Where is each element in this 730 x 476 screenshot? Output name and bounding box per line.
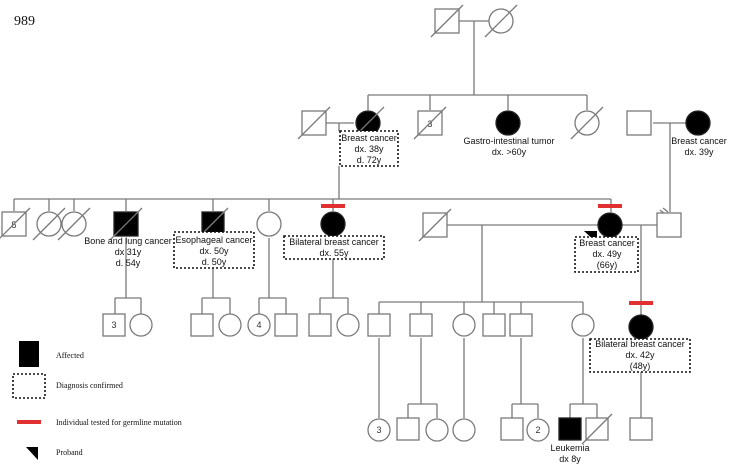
leukemia-label-1: Leukemia bbox=[550, 443, 589, 453]
esophageal-label-2: dx. 50y bbox=[199, 246, 229, 256]
gen5-female-1 bbox=[425, 418, 449, 442]
gen5-male-1 bbox=[396, 417, 420, 441]
gen2-right-male bbox=[626, 110, 652, 136]
pedigree-lines bbox=[13, 20, 686, 418]
bilateral-1-confirmed-box bbox=[283, 235, 385, 260]
tested-marker-proband bbox=[598, 204, 622, 208]
gen4-male-2 bbox=[274, 313, 298, 337]
gen4-female-3 bbox=[336, 313, 360, 337]
gen2-gi-label-1: Gastro-intestinal tumor bbox=[463, 136, 554, 146]
gen1-grandmother bbox=[484, 4, 518, 38]
bilateral-1-label-2: dx. 55y bbox=[319, 248, 349, 258]
gen2-sibs-count: 3 bbox=[427, 119, 432, 129]
gen4-sibs-count-b: 4 bbox=[256, 320, 261, 330]
tested-marker-bilateral-2 bbox=[629, 301, 653, 305]
gen2-spouse-deceased bbox=[297, 106, 331, 140]
legend: Affected Diagnosis confirmed Individual … bbox=[12, 341, 182, 460]
gen2-right-affected-female bbox=[685, 110, 711, 136]
gen5-sibs-female: 3 bbox=[367, 418, 391, 442]
bilateral-2-label-3: (48y) bbox=[630, 361, 651, 371]
gen2-right-label-1: Breast cancer bbox=[671, 136, 727, 146]
gen4-male-1 bbox=[190, 313, 214, 337]
gen4-affected-bilateral bbox=[628, 314, 654, 340]
gen4-female-5 bbox=[571, 313, 595, 337]
bilateral-2-label-2: dx. 42y bbox=[625, 350, 655, 360]
legend-proband-arrow bbox=[26, 447, 38, 460]
gen3-spouse-deceased bbox=[418, 208, 452, 242]
gen5-affected-leukemia bbox=[558, 417, 582, 441]
gen4-sibs-male: 3 bbox=[102, 313, 126, 337]
proband-confirmed-box bbox=[574, 236, 639, 273]
esophageal-label-1: Esophageal cancer bbox=[175, 235, 252, 245]
gen2-breast-label-3: d. 72y bbox=[357, 155, 382, 165]
gen2-sibs-deceased: 3 bbox=[413, 106, 447, 140]
proband-label-1: Breast cancer bbox=[579, 238, 635, 248]
bone-lung-label-3: d. 54y bbox=[116, 258, 141, 268]
gen3-sibs-deceased: 5 bbox=[0, 207, 31, 239]
gen3-affected-esophageal bbox=[197, 207, 229, 239]
legend-tested-swatch bbox=[17, 420, 41, 424]
gen5-sibs-count-b: 2 bbox=[535, 425, 540, 435]
gen4-female-4 bbox=[452, 313, 476, 337]
esophageal-label-3: d. 50y bbox=[202, 257, 227, 267]
gen2-affected-gi bbox=[495, 110, 521, 136]
esophageal-confirmed-box bbox=[173, 231, 255, 269]
gen2-right-label-2: dx. 39y bbox=[684, 147, 714, 157]
gen3-right-male bbox=[656, 212, 682, 238]
proband-label-2: dx. 49y bbox=[592, 249, 622, 259]
gen2-breast-label-2: dx. 38y bbox=[354, 144, 384, 154]
gen4-sibs-female: 4 bbox=[247, 313, 271, 337]
gen4-male-7 bbox=[509, 313, 533, 337]
gen4-female-1 bbox=[129, 313, 153, 337]
bilateral-2-confirmed-box bbox=[589, 338, 691, 373]
gen3-female-deceased-2 bbox=[57, 207, 91, 241]
legend-confirmed-swatch bbox=[12, 373, 46, 399]
gen2-breast-label-1: Breast cancer bbox=[341, 133, 397, 143]
legend-affected-label: Affected bbox=[56, 351, 84, 360]
gen3-female-deceased-1 bbox=[32, 207, 66, 241]
gen3-sibs-count: 5 bbox=[11, 220, 16, 230]
gen5-male-2 bbox=[500, 417, 524, 441]
gen2-confirmed-box bbox=[339, 130, 399, 167]
bilateral-1-label-1: Bilateral breast cancer bbox=[289, 237, 379, 247]
bone-lung-label-1: Bone and lung cancer bbox=[84, 236, 172, 246]
gen5-male-deceased bbox=[581, 413, 613, 445]
tested-marker-bilateral-1 bbox=[321, 204, 345, 208]
gen5-sibs-female-2: 2 bbox=[526, 418, 550, 442]
gen4-sibs-count-a: 3 bbox=[111, 320, 116, 330]
gen5-male-3 bbox=[629, 417, 653, 441]
gen3-female bbox=[256, 211, 282, 237]
legend-tested-label: Individual tested for germline mutation bbox=[56, 418, 182, 427]
gen4-male-6 bbox=[482, 313, 506, 337]
gen2-gi-label-2: dx. >60y bbox=[492, 147, 527, 157]
gen4-male-5 bbox=[409, 313, 433, 337]
gen1-grandfather bbox=[430, 4, 464, 38]
proband-label-3: (66y) bbox=[597, 260, 618, 270]
legend-affected-swatch bbox=[19, 341, 39, 367]
leukemia-label-2: dx 8y bbox=[559, 454, 581, 464]
bone-lung-label-2: dx 31y bbox=[115, 247, 142, 257]
gen5-sibs-count-a: 3 bbox=[376, 425, 381, 435]
gen2-female-deceased bbox=[570, 106, 604, 140]
proband-female bbox=[597, 212, 623, 238]
gen3-affected-bone-lung bbox=[109, 207, 143, 241]
gen3-affected-bilateral bbox=[320, 211, 346, 237]
gen5-female-2 bbox=[452, 418, 476, 442]
gen4-male-4 bbox=[367, 313, 391, 337]
bilateral-2-label-1: Bilateral breast cancer bbox=[595, 339, 685, 349]
legend-proband-label: Proband bbox=[56, 448, 83, 457]
gen4-female-2 bbox=[218, 313, 242, 337]
legend-confirmed-label: Diagnosis confirmed bbox=[56, 381, 123, 390]
gen4-male-3 bbox=[308, 313, 332, 337]
figure-id: 989 bbox=[14, 14, 35, 29]
